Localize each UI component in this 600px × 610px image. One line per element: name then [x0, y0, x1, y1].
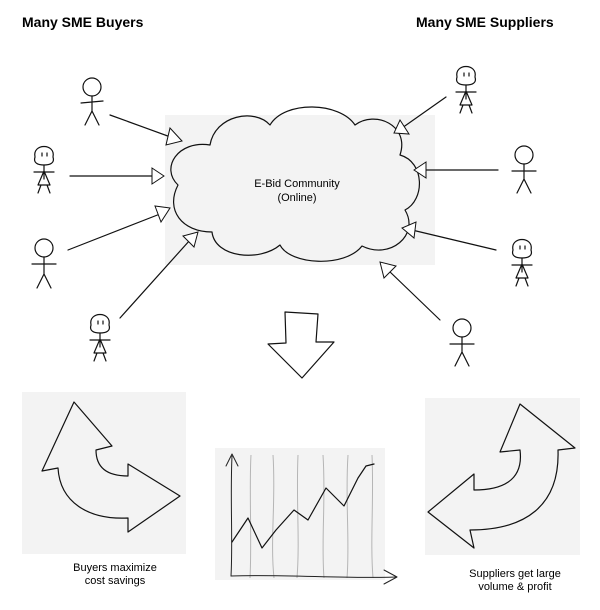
buyers-caption-line1: Buyers maximize — [73, 562, 157, 574]
chart-trend-line — [231, 463, 375, 549]
growth-chart-sketch — [225, 453, 398, 585]
suppliers-curved-arrow — [427, 403, 576, 549]
supplier-arrow-2 — [413, 161, 499, 179]
suppliers-heading: Many SME Suppliers — [416, 14, 554, 30]
cloud-label-line1: E-Bid Community — [254, 178, 340, 190]
buyers-heading: Many SME Buyers — [22, 14, 144, 30]
chart-y-axis-arrow — [225, 453, 239, 467]
down-arrow — [267, 311, 335, 379]
suppliers-arrow-panel — [425, 398, 580, 555]
buyer-arrow-1 — [109, 114, 183, 146]
buyer-arrow-4 — [119, 231, 199, 319]
buyers-arrow-panel — [22, 392, 186, 554]
chart-y-axis — [230, 455, 233, 577]
buyers-caption-line2: cost savings — [84, 575, 146, 587]
buyers-caption: Buyers maximize cost savings — [40, 562, 190, 588]
buyer-figure-3 — [31, 238, 57, 289]
buyer-arrow-3 — [67, 205, 171, 251]
buyer-arrow-2 — [69, 167, 165, 185]
chart-x-axis-arrow — [383, 569, 398, 585]
buyer-figure-2 — [33, 145, 55, 194]
chart-x-axis — [230, 575, 397, 578]
buyer-figure-1 — [80, 77, 104, 126]
supplier-arrow-4 — [379, 261, 441, 321]
suppliers-caption-line2: volume & profit — [478, 581, 552, 593]
cloud-label-line2: (Online) — [277, 192, 316, 204]
supplier-arrow-3 — [401, 221, 497, 251]
supplier-figure-1 — [455, 65, 477, 114]
supplier-figure-4 — [449, 318, 475, 367]
ebid-cloud: E-Bid Community (Online) — [170, 106, 420, 262]
suppliers-caption-line1: Suppliers get large — [469, 568, 561, 580]
supplier-arrow-1 — [393, 96, 447, 135]
suppliers-caption: Suppliers get large volume & profit — [440, 568, 590, 594]
cloud-panel — [165, 115, 435, 265]
supplier-figure-2 — [511, 145, 537, 194]
buyers-curved-arrow — [41, 401, 181, 533]
supplier-figure-3 — [511, 238, 533, 287]
buyer-figure-4 — [89, 313, 111, 362]
